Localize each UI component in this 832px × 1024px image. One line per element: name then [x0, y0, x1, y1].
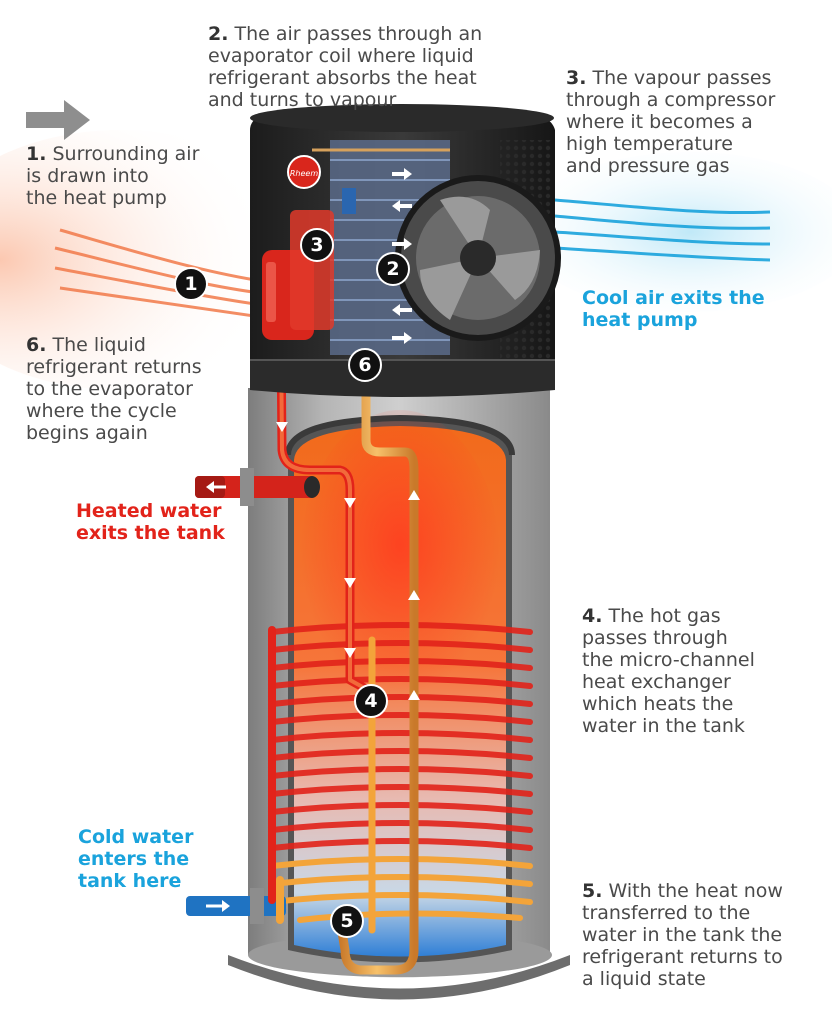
step-4-text: 4. The hot gas passes through the micro-…	[582, 605, 755, 737]
cold-water-callout: Cold water enters the tank here	[78, 826, 194, 892]
step-badge-3: 3	[300, 228, 334, 262]
step-badge-6: 6	[348, 348, 382, 382]
step-5-text: 5. With the heat now transferred to the …	[582, 880, 783, 990]
warm-air-glow	[0, 130, 320, 390]
cool-air-glow	[520, 152, 832, 312]
step-badge-2: 2	[376, 252, 410, 286]
air-in-arrow-icon	[26, 100, 90, 140]
step-badge-1: 1	[174, 267, 208, 301]
step-3-text: 3. The vapour passes through a compresso…	[566, 67, 776, 177]
heated-water-callout: Heated water exits the tank	[76, 500, 225, 544]
cold-water-inlet-pipe	[186, 888, 286, 924]
warm-air-streams	[54, 228, 269, 320]
step-badge-5: 5	[330, 904, 364, 938]
heat-exchanger-coil	[269, 622, 533, 923]
rheem-logo: Rheem	[287, 155, 321, 189]
svg-text:Rheem: Rheem	[290, 169, 318, 178]
cool-air-callout: Cool air exits the heat pump	[582, 287, 765, 331]
heat-pump-head	[250, 104, 561, 397]
step-badge-4: 4	[354, 684, 388, 718]
cool-air-streams	[554, 198, 771, 262]
step-2-text: 2. The air passes through an evaporator …	[208, 23, 483, 111]
hot-water-outlet-pipe	[195, 468, 320, 506]
step-1-text: 1. Surrounding air is drawn into the hea…	[26, 143, 200, 209]
internal-air-arrows	[392, 168, 412, 344]
step-6-text: 6. The liquid refrigerant returns to the…	[26, 334, 202, 444]
